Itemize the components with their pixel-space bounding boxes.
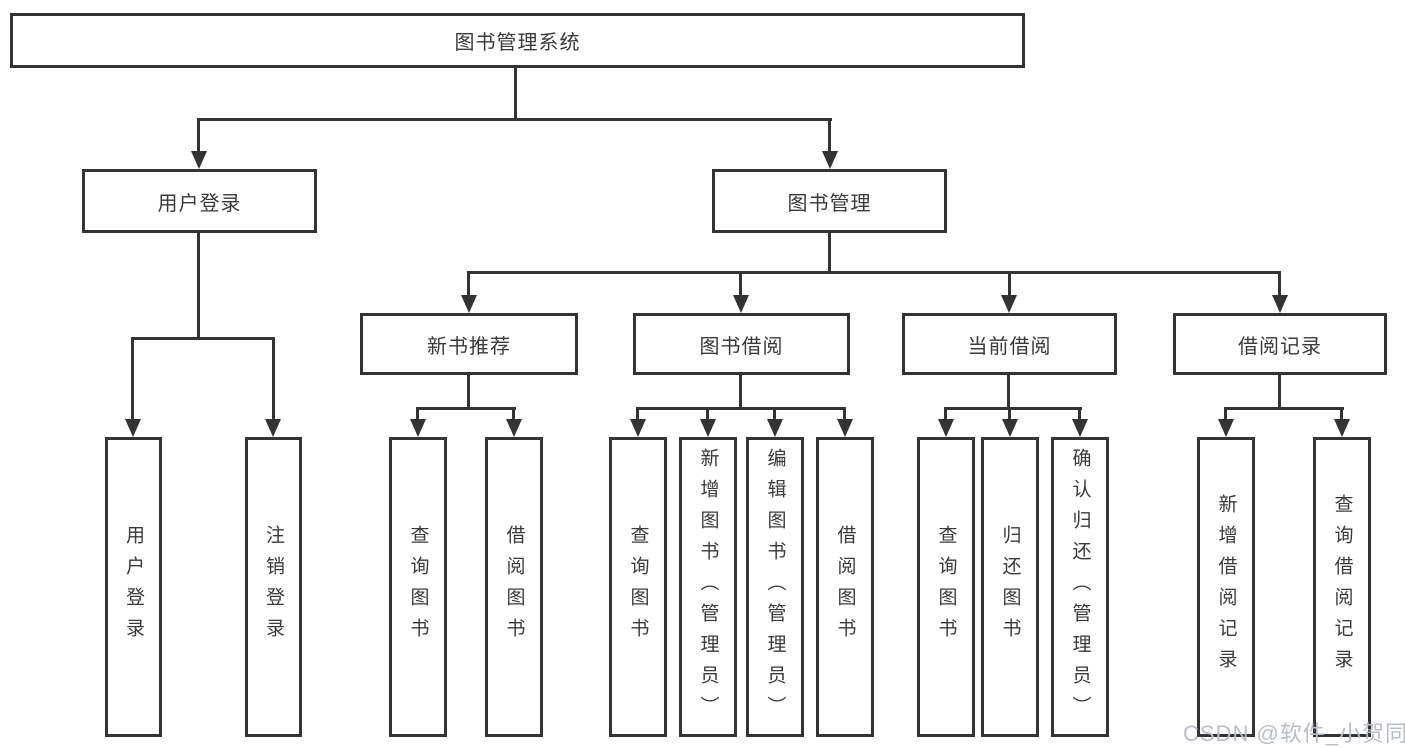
connector-line bbox=[739, 271, 742, 297]
connector-line bbox=[828, 233, 831, 271]
leaf-confirm-return-admin: 确认归还（管理员） bbox=[1051, 437, 1109, 737]
arrowhead-icon bbox=[410, 419, 426, 437]
connector-line bbox=[1278, 375, 1281, 407]
arrowhead-icon bbox=[461, 295, 477, 313]
connector-line bbox=[514, 68, 517, 118]
connector-line bbox=[467, 375, 470, 407]
arrowhead-icon bbox=[1218, 419, 1234, 437]
arrowhead-icon bbox=[1072, 419, 1088, 437]
connector-line bbox=[272, 337, 275, 421]
connector-line bbox=[1008, 407, 1011, 421]
arrowhead-icon bbox=[125, 419, 141, 437]
leaf-logout: 注销登录 bbox=[245, 437, 302, 737]
connector-line bbox=[512, 407, 515, 421]
node-library-management-system: 图书管理系统 bbox=[10, 13, 1025, 68]
leaf-query-borrow-record: 查询借阅记录 bbox=[1313, 437, 1371, 737]
connector-line bbox=[416, 407, 516, 410]
connector-line bbox=[1224, 407, 1344, 410]
node-current-borrowing: 当前借阅 bbox=[902, 313, 1117, 375]
connector-line bbox=[1007, 375, 1010, 407]
arrowhead-icon bbox=[837, 419, 853, 437]
connector-line bbox=[467, 271, 470, 297]
leaf-add-borrow-record: 新增借阅记录 bbox=[1197, 437, 1255, 737]
arrowhead-icon bbox=[1334, 419, 1350, 437]
node-user-login: 用户登录 bbox=[82, 169, 317, 233]
watermark: CSDN @软件_小贺同学 bbox=[1183, 721, 1405, 746]
arrowhead-icon bbox=[938, 419, 954, 437]
connector-line bbox=[467, 271, 1281, 274]
leaf-borrow-books: 借阅图书 bbox=[816, 437, 874, 737]
connector-line bbox=[197, 118, 200, 153]
connector-line bbox=[828, 118, 831, 153]
arrowhead-icon bbox=[733, 295, 749, 313]
arrowhead-icon bbox=[1001, 295, 1017, 313]
arrowhead-icon bbox=[506, 419, 522, 437]
arrowhead-icon bbox=[1272, 295, 1288, 313]
leaf-edit-books-admin: 编辑图书（管理员） bbox=[746, 437, 804, 737]
node-book-management: 图书管理 bbox=[712, 169, 947, 233]
connector-line bbox=[1224, 407, 1227, 421]
connector-line bbox=[739, 375, 742, 407]
connector-line bbox=[636, 407, 846, 410]
connector-line bbox=[1278, 271, 1281, 297]
node-book-borrowing: 图书借阅 bbox=[633, 313, 850, 375]
connector-line bbox=[1340, 407, 1343, 421]
arrowhead-icon bbox=[1002, 419, 1018, 437]
arrowhead-icon bbox=[630, 419, 646, 437]
arrowhead-icon bbox=[191, 151, 207, 169]
connector-line bbox=[198, 118, 832, 121]
leaf-return-books: 归还图书 bbox=[981, 437, 1039, 737]
leaf-query-books-recommend: 查询图书 bbox=[389, 437, 447, 737]
leaf-user-login: 用户登录 bbox=[105, 437, 162, 737]
arrowhead-icon bbox=[700, 419, 716, 437]
arrowhead-icon bbox=[265, 419, 281, 437]
connector-line bbox=[132, 337, 275, 340]
node-borrowing-records: 借阅记录 bbox=[1173, 313, 1387, 375]
connector-line bbox=[944, 407, 1082, 410]
connector-line bbox=[706, 407, 709, 421]
leaf-add-books-admin: 新增图书（管理员） bbox=[679, 437, 737, 737]
arrowhead-icon bbox=[822, 151, 838, 169]
connector-line bbox=[1008, 271, 1011, 297]
connector-line bbox=[131, 337, 134, 421]
node-new-book-recommendation: 新书推荐 bbox=[360, 313, 578, 375]
connector-line bbox=[1078, 407, 1081, 421]
connector-line bbox=[843, 407, 846, 421]
leaf-borrow-books-recommend: 借阅图书 bbox=[485, 437, 543, 737]
connector-line bbox=[636, 407, 639, 421]
leaf-query-books-current: 查询图书 bbox=[917, 437, 975, 737]
leaf-query-books-borrowing: 查询图书 bbox=[609, 437, 667, 737]
arrowhead-icon bbox=[767, 419, 783, 437]
connector-line bbox=[197, 233, 200, 337]
connector-line bbox=[416, 407, 419, 421]
connector-line bbox=[773, 407, 776, 421]
connector-line bbox=[944, 407, 947, 421]
